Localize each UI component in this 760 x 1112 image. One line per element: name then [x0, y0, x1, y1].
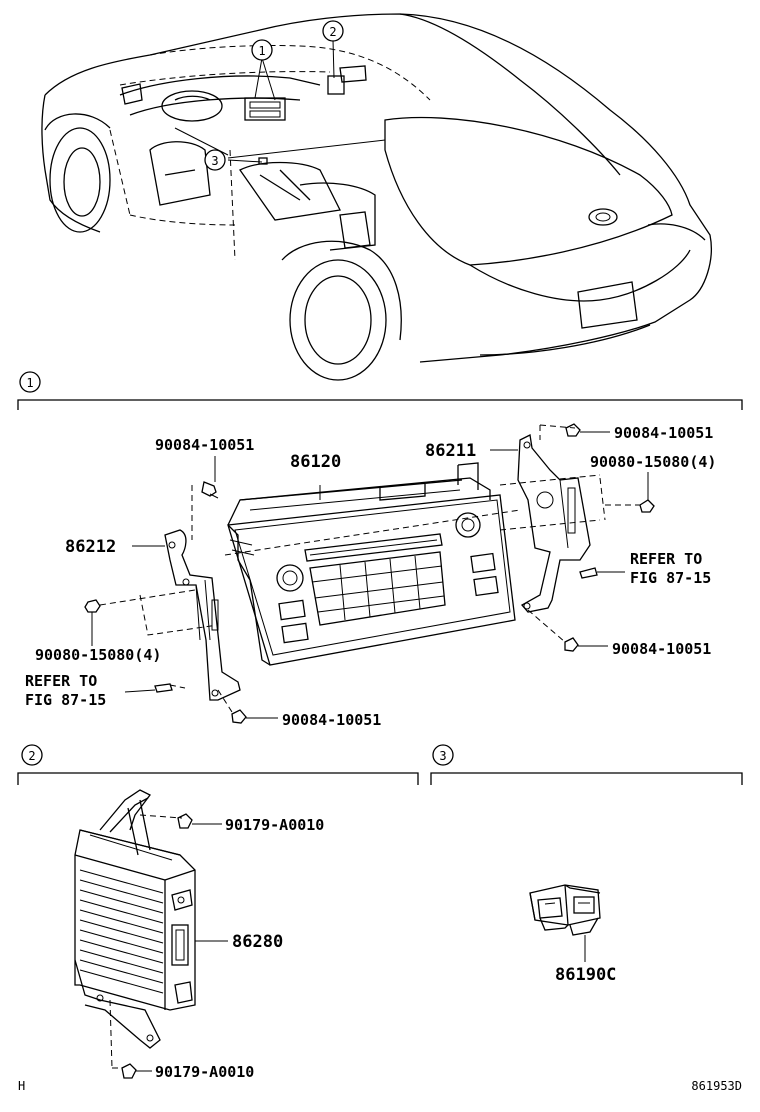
bracket-86212	[164, 529, 241, 701]
label-90179-A0010-bottom: 90179-A0010	[155, 1063, 254, 1081]
stereo-jack-adapter-86190C	[529, 884, 601, 936]
label-refer-to-right-1: REFER TO	[630, 550, 702, 568]
svg-text:3: 3	[211, 154, 218, 168]
label-90084-10051-bottom-left: 90084-10051	[282, 711, 381, 729]
assembly-lines-1	[99, 424, 640, 713]
footer-left-code: H	[18, 1079, 25, 1093]
leader-refer-left	[124, 689, 156, 693]
label-86280: 86280	[232, 932, 283, 952]
car-callout-1: 1	[251, 39, 273, 61]
svg-text:1: 1	[258, 44, 265, 58]
bolt-icons-2	[121, 813, 193, 1079]
label-90084-10051-top-left: 90084-10051	[155, 436, 254, 454]
label-90084-10051-bottom-right: 90084-10051	[612, 640, 711, 658]
radio-receiver-86120	[227, 462, 516, 666]
label-90080-15080-right: 90080-15080(4)	[590, 453, 716, 471]
section-2-header: 2	[17, 744, 419, 785]
stereo-amplifier-86280	[74, 789, 196, 1049]
label-90179-A0010-top: 90179-A0010	[225, 816, 324, 834]
section-3-header: 3	[430, 744, 743, 785]
label-refer-to-left-2: FIG 87-15	[25, 691, 106, 709]
label-90080-15080-left: 90080-15080(4)	[35, 646, 161, 664]
bolt-icons-1	[84, 423, 655, 724]
svg-text:2: 2	[329, 25, 336, 39]
svg-text:2: 2	[28, 749, 35, 763]
bracket-86211	[517, 434, 591, 613]
svg-text:1: 1	[26, 376, 33, 390]
assembly-lines-2	[109, 814, 183, 1069]
label-refer-to-right-2: FIG 87-15	[630, 569, 711, 587]
label-refer-to-left-1: REFER TO	[25, 672, 97, 690]
label-86190C: 86190C	[555, 965, 616, 985]
svg-text:3: 3	[439, 749, 446, 763]
car-overview	[41, 13, 712, 381]
footer-figure-number: 861953D	[691, 1079, 742, 1093]
label-86211: 86211	[425, 441, 476, 461]
label-86120: 86120	[290, 452, 341, 472]
car-callout-3: 3	[204, 149, 226, 171]
section-1-header: 1	[17, 371, 743, 410]
car-callout-2: 2	[322, 20, 344, 42]
label-86212: 86212	[65, 537, 116, 557]
label-90084-10051-top-right: 90084-10051	[614, 424, 713, 442]
